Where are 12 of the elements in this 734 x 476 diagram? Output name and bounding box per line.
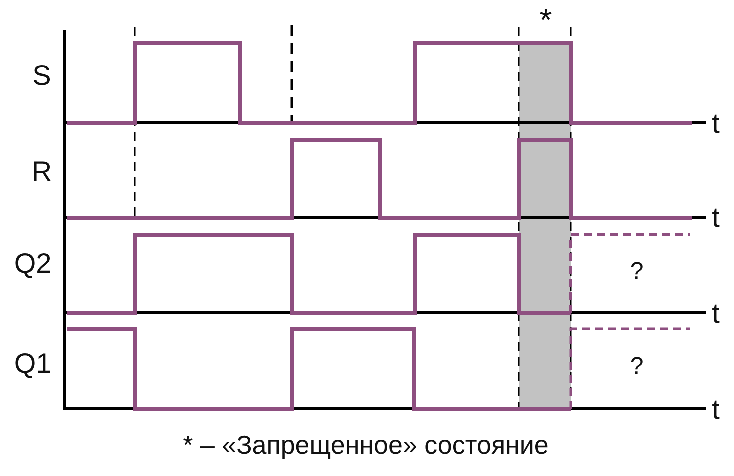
- unknown-state-mark: ?: [630, 260, 644, 284]
- axis-label: t: [712, 300, 720, 328]
- signal-name: Q2: [14, 250, 52, 278]
- unknown-state-mark: ?: [630, 355, 644, 379]
- footnote-mark: *: [540, 4, 552, 36]
- caption: * – «Запрещенное» состояние: [183, 432, 549, 458]
- axis-label: t: [712, 204, 720, 232]
- signal-name: Q1: [14, 350, 52, 378]
- signal-name: S: [32, 62, 52, 90]
- axis-label: t: [712, 396, 720, 424]
- signal-name: R: [32, 158, 52, 186]
- axis-label: t: [712, 110, 720, 138]
